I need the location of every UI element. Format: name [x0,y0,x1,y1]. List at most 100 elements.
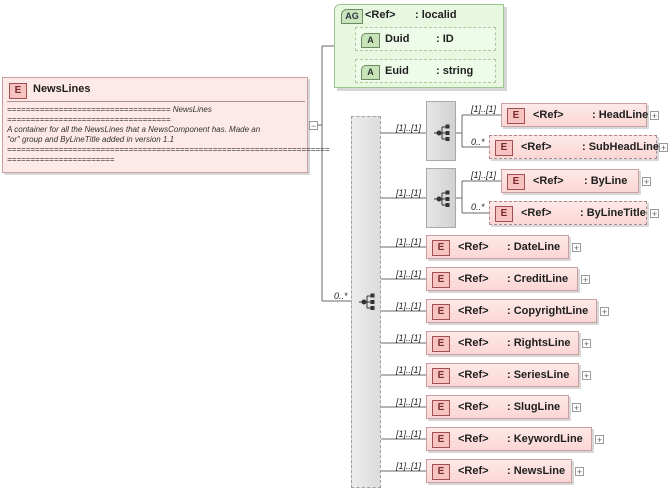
element-cardinality: [1]..[1] [396,301,422,311]
element-cardinality: 0..* [471,202,485,212]
element-byline[interactable]: E <Ref> : ByLine [501,169,639,193]
element-ref: <Ref> [533,175,564,187]
element-seriesline[interactable]: E <Ref> : SeriesLine [426,363,579,387]
choice-compositor[interactable] [426,168,456,228]
element-badge: E [495,206,513,222]
doc-line: =================================== [7,115,171,124]
element-badge: E [495,140,513,156]
element-cardinality: [1]..[1] [396,333,422,343]
element-slugline[interactable]: E <Ref> : SlugLine [426,395,569,419]
attribute-duid[interactable]: A Duid : ID [355,27,496,51]
element-badge: E [432,464,450,480]
doc-line: ======================= [7,155,115,164]
element-badge: E [507,174,525,190]
element-ref: <Ref> [458,337,489,349]
element-creditline[interactable]: E <Ref> : CreditLine [426,267,578,291]
element-cardinality: [1]..[1] [396,461,422,471]
root-element[interactable]: E NewsLines ============================… [2,77,329,173]
element-keywordline[interactable]: E <Ref> : KeywordLine [426,427,592,451]
element-name: : HeadLine [592,109,649,121]
choice-icon [434,190,450,207]
expand-icon[interactable]: + [575,467,584,477]
element-badge: E [9,83,27,99]
choice-compositor[interactable] [426,101,456,161]
element-ref: <Ref> [458,369,489,381]
expand-icon[interactable]: + [650,209,659,219]
expand-icon[interactable]: + [659,143,668,153]
element-ref: <Ref> [458,433,489,445]
element-badge: E [432,432,450,448]
attribute-type: : ID [436,33,454,45]
expand-icon[interactable]: + [600,307,609,317]
attribute-type: : string [436,65,474,77]
element-ref: <Ref> [458,401,489,413]
expand-icon[interactable]: + [572,243,581,253]
element-badge: E [507,108,525,124]
doc-line: "or" group and ByLineTitle added in vers… [7,135,175,144]
doc-line: =================================== News… [7,105,212,114]
element-name: : NewsLine [507,465,566,477]
element-copyrightline[interactable]: E <Ref> : CopyrightLine [426,299,597,323]
element-ref: <Ref> [458,241,489,253]
element-name: : SlugLine [507,401,561,413]
attribute-group-name: : localid [415,9,457,21]
element-badge: E [432,368,450,384]
element-name: : CreditLine [507,273,569,285]
element-bylinetitle[interactable]: E <Ref> : ByLineTitle [489,201,647,225]
attribute-group-badge: AG [341,9,363,24]
attribute-euid[interactable]: A Euid : string [355,59,496,83]
expand-icon[interactable]: + [581,275,590,285]
element-dateline[interactable]: E <Ref> : DateLine [426,235,569,259]
doc-line: A container for all the NewsLines that a… [7,125,261,134]
element-cardinality: [1]..[1] [396,397,422,407]
expand-icon[interactable]: + [572,403,581,413]
element-name: : RightsLine [507,337,571,349]
element-ref: <Ref> [458,305,489,317]
element-subheadline[interactable]: E <Ref> : SubHeadLine [489,135,660,159]
choice-cardinality: [1]..[1] [396,188,422,198]
root-element-name: NewsLines [33,83,91,95]
element-headline[interactable]: E <Ref> : HeadLine [501,103,649,127]
sequence-compositor[interactable] [351,116,381,488]
element-ref: <Ref> [533,109,564,121]
attribute-group-ref: <Ref> [365,9,396,21]
element-ref: <Ref> [458,465,489,477]
element-name: : KeywordLine [507,433,583,445]
expand-icon[interactable]: + [582,371,591,381]
element-rightsline[interactable]: E <Ref> : RightsLine [426,331,579,355]
element-name: : SeriesLine [507,369,570,381]
attribute-name: Euid [385,65,409,77]
element-name: : ByLineTitle [580,207,646,219]
expand-icon[interactable]: + [582,339,591,349]
expand-icon[interactable]: + [642,177,651,187]
element-cardinality: 0..* [471,137,485,147]
element-cardinality: [1]..[1] [471,104,497,114]
divider [7,101,305,102]
collapse-icon[interactable]: − [309,121,318,131]
outer-sequence-cardinality: 0..* [334,291,348,301]
element-badge: E [432,336,450,352]
element-ref: <Ref> [521,207,552,219]
choice-icon [434,124,450,141]
element-newsline[interactable]: E <Ref> : NewsLine [426,459,572,483]
element-badge: E [432,400,450,416]
element-cardinality: [1]..[1] [396,429,422,439]
element-cardinality: [1]..[1] [396,365,422,375]
element-badge: E [432,240,450,256]
element-badge: E [432,304,450,320]
sequence-icon [359,293,375,310]
element-ref: <Ref> [521,141,552,153]
element-ref: <Ref> [458,273,489,285]
element-cardinality: [1]..[1] [471,170,497,180]
element-cardinality: [1]..[1] [396,269,422,279]
element-cardinality: [1]..[1] [396,237,422,247]
expand-icon[interactable]: + [650,111,659,121]
element-name: : CopyrightLine [507,305,589,317]
element-name: : SubHeadLine [582,141,660,153]
expand-icon[interactable]: + [595,435,604,445]
element-name: : DateLine [507,241,561,253]
attribute-badge: A [361,33,380,48]
choice-cardinality: [1]..[1] [396,123,422,133]
attribute-badge: A [361,65,380,80]
element-badge: E [432,272,450,288]
